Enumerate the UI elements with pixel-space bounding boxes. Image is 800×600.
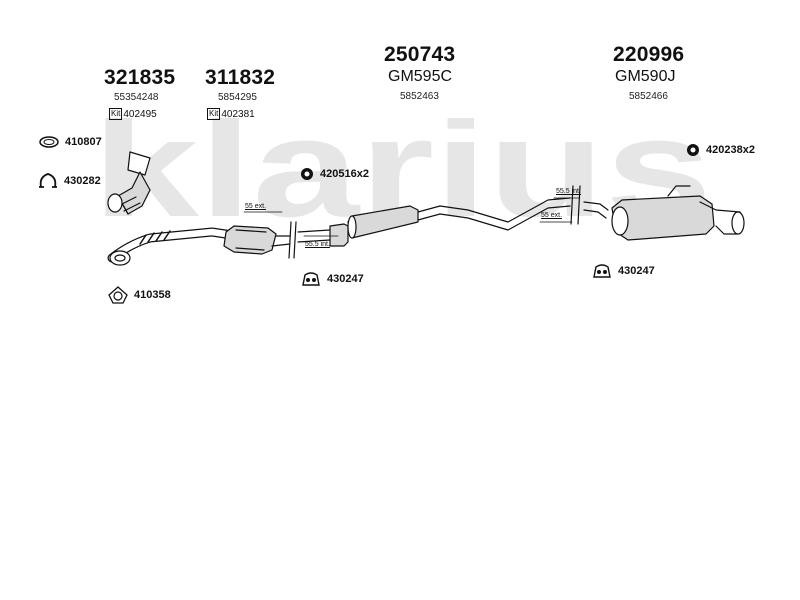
oem-number: 55354248 (114, 92, 159, 103)
accessory-410807: 410807 (38, 135, 102, 149)
accessory-420238x2: 420238x2 (686, 143, 755, 157)
accessory-code: 420238x2 (706, 144, 755, 156)
accessory-430247: 430247 (591, 263, 655, 279)
accessory-420516x2: 420516x2 (300, 167, 369, 181)
oem-number: 5852463 (400, 91, 439, 102)
part-code: GM590J (615, 68, 676, 85)
accessory-code: 410807 (65, 136, 102, 148)
centre-silencer-part (293, 185, 574, 259)
kit-reference: Kit 402381 (207, 108, 255, 120)
rubber-hanger-icon (593, 264, 611, 278)
accessory-code: 430282 (64, 175, 101, 187)
part-code: GM595C (388, 68, 453, 85)
oem-number: 5854295 (218, 92, 257, 103)
part-number-250743: 250743 (384, 43, 456, 66)
rubber-hanger-icon (302, 272, 320, 286)
accessory-code: 420516x2 (320, 168, 369, 180)
underfloor-catalyst-part (223, 221, 292, 259)
dimension-label: 55 ext. (541, 212, 563, 219)
front-pipe-part (107, 227, 237, 266)
manifold-catalyst-part (107, 151, 151, 215)
nut-icon (687, 144, 699, 156)
dimension-arrows (243, 197, 581, 237)
kit-label: Kit (109, 108, 123, 120)
accessory-430282: 430282 (37, 171, 101, 191)
part-number-311832: 311832 (205, 66, 276, 89)
accessory-code: 430247 (618, 265, 655, 277)
kit-reference: Kit 402495 (109, 108, 157, 120)
flange-gasket-icon (108, 286, 128, 304)
mounting-strap-icon (39, 173, 57, 188)
accessory-code: 430247 (327, 273, 364, 285)
oem-number: 5852466 (629, 91, 668, 102)
dimension-label: 55 ext. (245, 203, 267, 210)
rear-silencer-part (577, 185, 745, 241)
accessory-code: 410358 (134, 289, 171, 301)
accessory-430247: 430247 (300, 271, 364, 287)
part-number-321835: 321835 (104, 66, 176, 89)
dimension-label: 55.5 int. (556, 188, 581, 195)
nut-icon (301, 168, 313, 180)
accessory-410358: 410358 (107, 285, 171, 305)
clamp-ring-icon (39, 136, 59, 148)
part-number-220996: 220996 (613, 43, 685, 66)
kit-number: 402495 (123, 108, 157, 120)
dimension-label: 55.5 int. (305, 241, 330, 248)
kit-label: Kit (207, 108, 221, 120)
kit-number: 402381 (221, 108, 255, 120)
